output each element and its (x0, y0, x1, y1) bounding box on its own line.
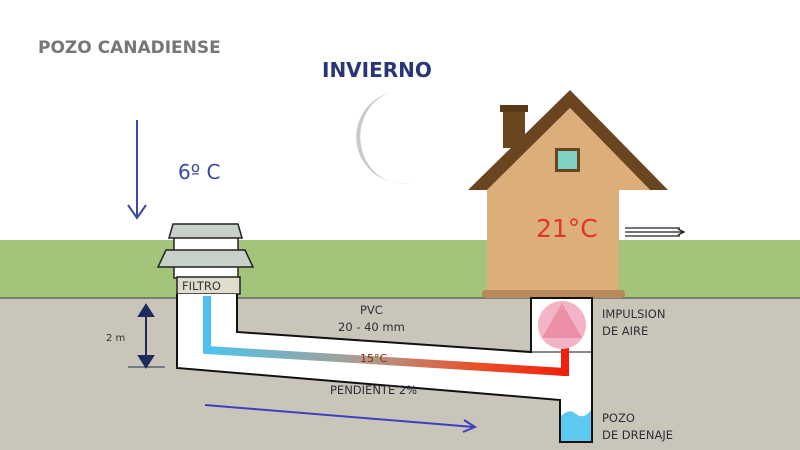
drain-well-line2: DE DRENAJE (602, 428, 674, 442)
depth-label: 2 m (106, 333, 126, 344)
airflow-arrow-icon (204, 404, 478, 433)
down-arrow-icon (127, 120, 147, 220)
pipe-material: PVC (359, 303, 383, 317)
wind-lines-icon (625, 227, 686, 237)
pipe-temperature: 15°C (360, 352, 388, 365)
depth-arrow-icon (128, 303, 165, 369)
air-impulsion-line2: DE AIRE (602, 324, 649, 338)
air-intake-tower (156, 223, 255, 295)
drain-well-line1: POZO (602, 411, 635, 425)
drain-well-label: POZO DE DRENAJE (602, 410, 673, 444)
fan-icon (538, 301, 586, 349)
pipe-slope: PENDIENTE 2% (330, 383, 418, 397)
house-icon (468, 90, 668, 298)
diagram-title: POZO CANADIENSE (38, 38, 221, 58)
grass (0, 240, 800, 298)
drain-water (561, 410, 591, 441)
pipe-spec: PVC 20 - 40 mm (338, 302, 405, 336)
sky (0, 0, 800, 240)
season-label: INVIERNO (322, 58, 432, 82)
outdoor-temperature: 6º C (178, 160, 221, 184)
indoor-temperature: 21°C (536, 214, 598, 243)
pipe-diameter: 20 - 40 mm (338, 320, 405, 334)
pvc-pipe (176, 294, 593, 443)
filter-label: FILTRO (182, 279, 221, 293)
air-impulsion-label: IMPULSION DE AIRE (602, 306, 665, 340)
air-impulsion-line1: IMPULSION (602, 307, 666, 321)
